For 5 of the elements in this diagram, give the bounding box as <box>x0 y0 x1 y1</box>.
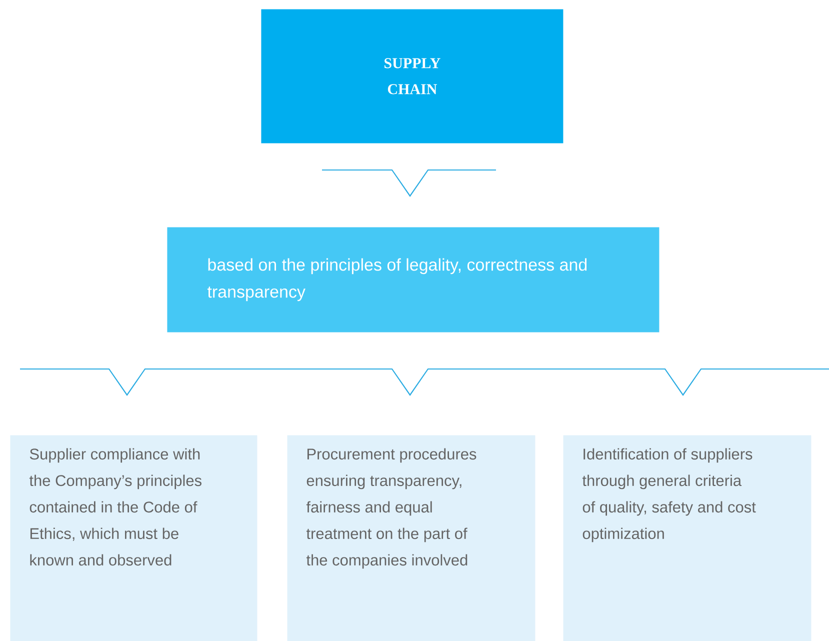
title-box: SUPPLY CHAIN <box>261 9 564 144</box>
topic-box: Supplier compliance with the Company’s principles contained in the Code of Ethics, which must be known and observed <box>10 435 258 641</box>
topic-box: Procurement procedures ensuring transparency, fairness and equal treatment on the part of the companies involved <box>287 435 536 641</box>
principle-box: based on the principles of legality, correctness and transparency <box>167 227 660 332</box>
topic-box: Identification of suppliers through general criteria of quality, safety and cost optimization <box>563 435 812 641</box>
